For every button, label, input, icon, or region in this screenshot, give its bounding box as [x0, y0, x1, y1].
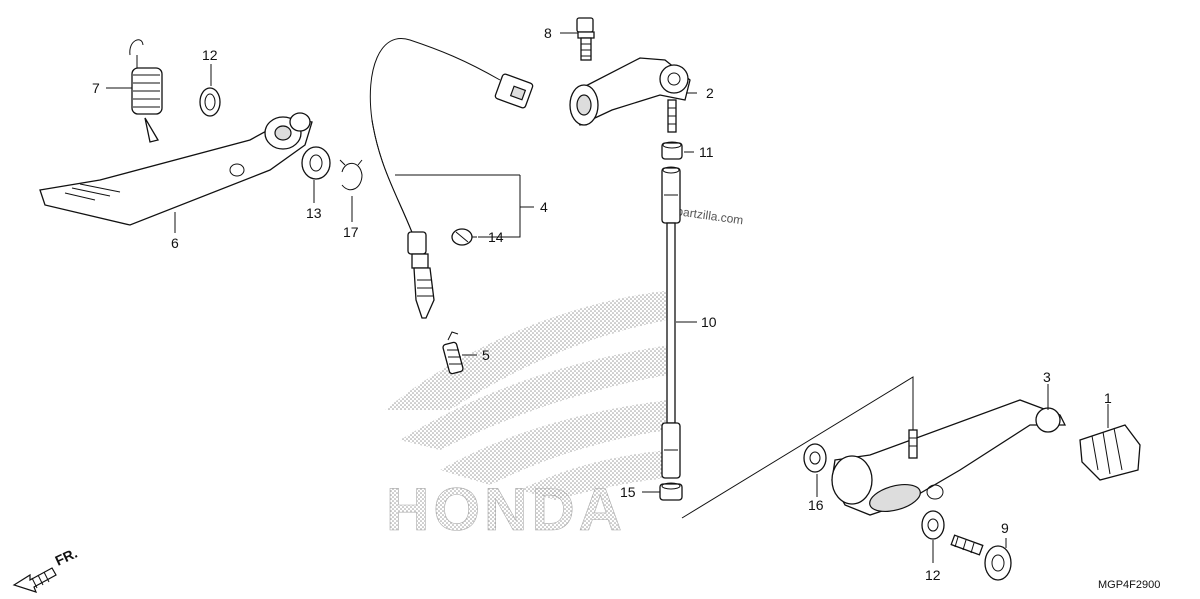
part-8-bolt [576, 17, 595, 61]
callout-4: 4 [540, 199, 548, 215]
callouts: 1 2 3 4 5 6 7 8 9 10 11 12 12 13 14 15 1… [92, 25, 1112, 583]
callout-9: 9 [1001, 520, 1009, 536]
part-6-brake-pedal [39, 112, 313, 226]
honda-logo-text: HONDA [386, 476, 626, 543]
callout-12-bottom: 12 [925, 567, 941, 583]
callout-17: 17 [343, 224, 359, 240]
part-14-clip [451, 228, 473, 246]
part-12-washer-top [199, 87, 221, 117]
callout-16: 16 [808, 497, 824, 513]
part-15-nut [659, 482, 683, 501]
part-9-bolt [950, 534, 1012, 581]
part-11-nut [661, 141, 683, 160]
callout-6: 6 [171, 235, 179, 251]
part-16-washer [803, 443, 827, 473]
callout-2: 2 [706, 85, 714, 101]
callout-7: 7 [92, 80, 100, 96]
watermark-text: partzilla.com [676, 204, 745, 227]
part-1-pedal-rubber [1079, 424, 1141, 481]
callout-11: 11 [699, 144, 714, 160]
part-10-shift-rod [661, 166, 681, 479]
callout-1: 1 [1104, 390, 1112, 406]
callout-8: 8 [544, 25, 552, 41]
part-2-shift-arm [569, 57, 691, 133]
callout-3: 3 [1043, 369, 1051, 385]
callout-15: 15 [620, 484, 636, 500]
honda-wing-logo [385, 290, 672, 500]
part-17-circlip [339, 159, 363, 191]
diagram-code: MGP4F2900 [1098, 579, 1160, 591]
front-direction-arrow-icon [12, 567, 57, 593]
direction-label: FR. [53, 545, 80, 569]
part-7-spring [129, 39, 163, 143]
part-12-washer-bottom [921, 510, 945, 540]
part-13-washer [301, 146, 331, 180]
leader-lines [106, 32, 1109, 563]
callout-13: 13 [306, 205, 322, 221]
callout-14: 14 [488, 229, 504, 245]
callout-12-top: 12 [202, 47, 218, 63]
part-5-spring [442, 331, 464, 375]
callout-5: 5 [482, 347, 490, 363]
part-4-switch-cable [369, 38, 534, 319]
part-3-shift-pedal [831, 399, 1067, 516]
callout-10: 10 [701, 314, 717, 330]
